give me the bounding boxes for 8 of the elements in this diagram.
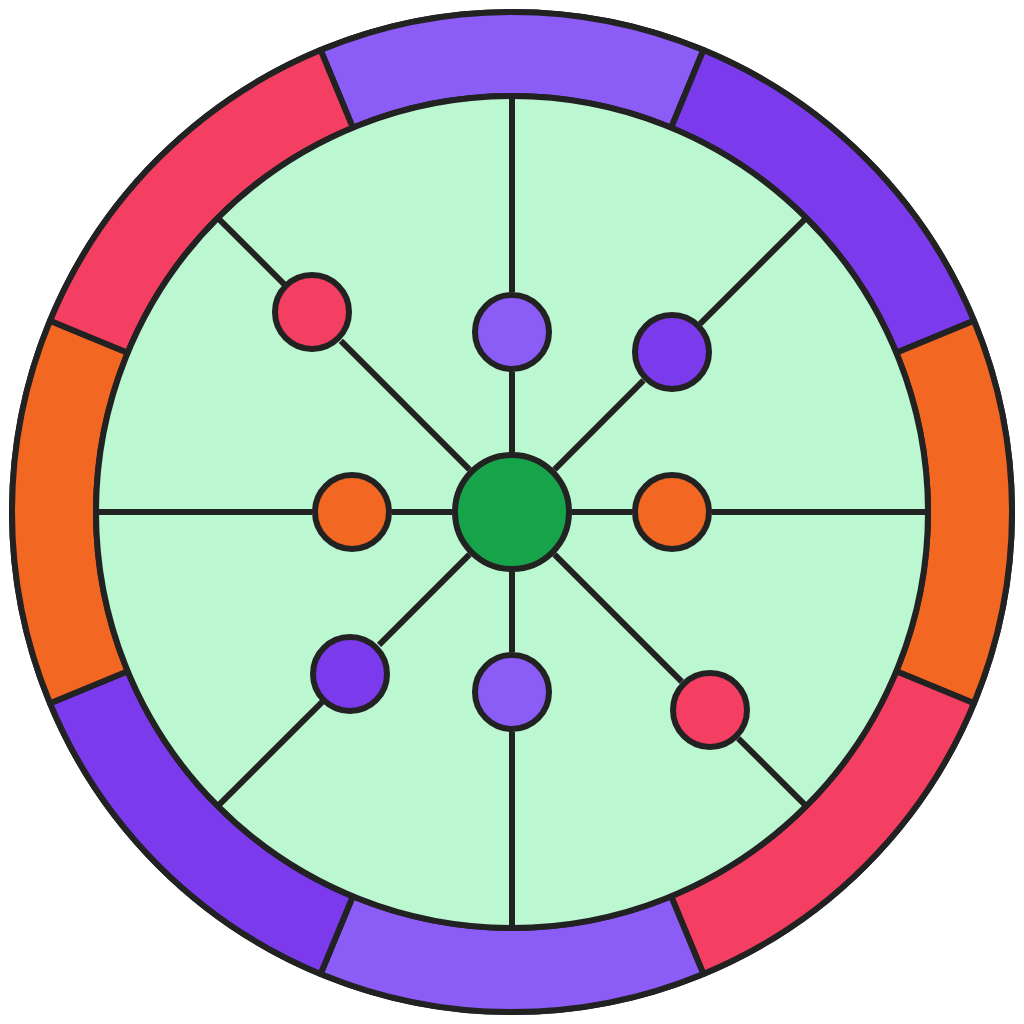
connector-line	[552, 378, 646, 472]
connector-line	[509, 372, 515, 452]
connector-line	[572, 509, 632, 515]
connector-line	[392, 509, 452, 515]
connector-line	[552, 552, 684, 684]
connector-line	[509, 572, 515, 652]
connector-line	[338, 338, 472, 472]
connector-line	[376, 552, 472, 648]
